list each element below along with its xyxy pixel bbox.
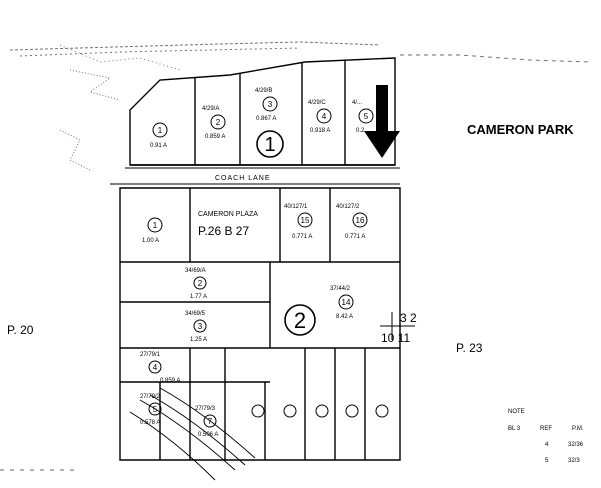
svg-text:4: 4 [545, 442, 549, 448]
top-parcel-1: 1 0.91 A [150, 122, 168, 149]
svg-text:4/29/B: 4/29/B [255, 88, 272, 94]
page-left-ref: P. 20 [7, 323, 34, 337]
bottom-parcel-4: 27/79/1 4 0.859 A [140, 352, 180, 384]
top-parcel-5: 4/... 5 0.2... [352, 100, 374, 134]
svg-text:32/3: 32/3 [568, 458, 580, 464]
block-number-2: 2 [284, 304, 316, 336]
arrow-down-icon [364, 85, 400, 158]
coach-lane-street [110, 167, 400, 185]
sheet-ref-top: 3 2 [400, 311, 417, 325]
svg-text:BL 3: BL 3 [508, 426, 521, 432]
top-parcel-2: 4/29/A 2 0.859 A [202, 106, 226, 140]
bottom-parcel-7: 27/79/3 7 0.506 A [195, 406, 218, 438]
svg-text:40/127/1: 40/127/1 [284, 204, 308, 210]
svg-text:1.25 A: 1.25 A [190, 337, 207, 343]
svg-text:REF: REF [540, 426, 552, 432]
svg-text:1.77 A: 1.77 A [190, 294, 207, 300]
scan-noise [9, 41, 591, 171]
svg-text:0.867 A: 0.867 A [256, 116, 276, 122]
svg-text:4/29/C: 4/29/C [308, 100, 326, 106]
svg-text:0.91 A: 0.91 A [150, 143, 167, 149]
block-2 [119, 187, 401, 461]
svg-text:P.M.: P.M. [572, 426, 584, 432]
svg-text:4: 4 [153, 363, 158, 372]
svg-text:0.2...: 0.2... [356, 128, 370, 134]
svg-text:27/79/3: 27/79/3 [195, 406, 216, 412]
svg-text:4: 4 [322, 112, 327, 121]
svg-text:3: 3 [268, 100, 273, 109]
block-number-1: 1 [256, 130, 284, 158]
svg-text:1: 1 [158, 126, 163, 135]
svg-text:1: 1 [153, 221, 158, 230]
plaza-label: CAMERON PLAZA [198, 211, 258, 218]
svg-text:14: 14 [342, 298, 351, 307]
svg-text:34/69/A: 34/69/A [185, 268, 206, 274]
svg-text:1.00 A: 1.00 A [142, 238, 159, 244]
svg-text:15: 15 [301, 216, 310, 225]
svg-text:0.859 A: 0.859 A [205, 134, 225, 140]
curved-road [129, 387, 256, 481]
svg-text:0.859 A: 0.859 A [160, 378, 180, 384]
svg-text:4/...: 4/... [352, 100, 362, 106]
bottom-parcel-15: 40/127/1 15 0.771 A [284, 204, 313, 240]
svg-text:0.506 A: 0.506 A [198, 432, 218, 438]
svg-text:5: 5 [364, 112, 369, 121]
street-label: COACH LANE [215, 175, 271, 182]
svg-text:0.771 A: 0.771 A [345, 234, 365, 240]
svg-text:3: 3 [198, 322, 203, 331]
svg-text:4/29/A: 4/29/A [202, 106, 219, 112]
svg-text:27/79/2: 27/79/2 [140, 394, 161, 400]
svg-text:0.578 A: 0.578 A [140, 420, 160, 426]
svg-text:2: 2 [198, 279, 203, 288]
svg-text:7: 7 [208, 417, 213, 426]
page-rule [0, 312, 415, 471]
bottom-parcel-3: 34/69/5 3 1.25 A [185, 311, 207, 343]
svg-text:0.918 A: 0.918 A [310, 128, 330, 134]
svg-text:1: 1 [264, 134, 275, 156]
svg-text:37/44/2: 37/44/2 [330, 286, 351, 292]
svg-text:2: 2 [216, 118, 221, 127]
svg-text:5: 5 [545, 458, 549, 464]
minor-parcel-markers [251, 404, 389, 418]
svg-text:0.771 A: 0.771 A [292, 234, 312, 240]
map-title: CAMERON PARK [467, 122, 574, 137]
bottom-parcel-1: 1 1.00 A [142, 217, 163, 244]
page-right-ref: P. 23 [456, 341, 483, 355]
svg-text:40/127/2: 40/127/2 [336, 204, 360, 210]
svg-text:8.42 A: 8.42 A [336, 314, 353, 320]
svg-text:27/79/1: 27/79/1 [140, 352, 161, 358]
svg-text:32/36: 32/36 [568, 442, 584, 448]
note-table: NOTE BL 3 REF P.M. 4 32/36 5 32/3 [508, 409, 584, 464]
svg-text:NOTE: NOTE [508, 409, 525, 415]
svg-text:16: 16 [356, 216, 365, 225]
bottom-parcel-5: 27/79/2 5 0.578 A [140, 394, 162, 426]
sheet-ref-bottom: 10 11 [381, 331, 410, 345]
top-parcel-4: 4/29/C 4 0.918 A [308, 100, 332, 134]
svg-text:2: 2 [294, 308, 306, 333]
block-1 [129, 57, 396, 166]
svg-text:5: 5 [153, 405, 158, 414]
svg-text:34/69/5: 34/69/5 [185, 311, 206, 317]
bottom-parcel-2: 34/69/A 2 1.77 A [185, 268, 207, 300]
bottom-parcel-14: 37/44/2 14 8.42 A [330, 286, 354, 320]
bottom-parcel-16: 40/127/2 16 0.771 A [336, 204, 368, 240]
top-parcel-3: 4/29/B 3 0.867 A [255, 88, 278, 122]
plat-reference: P.26 B 27 [198, 224, 249, 238]
